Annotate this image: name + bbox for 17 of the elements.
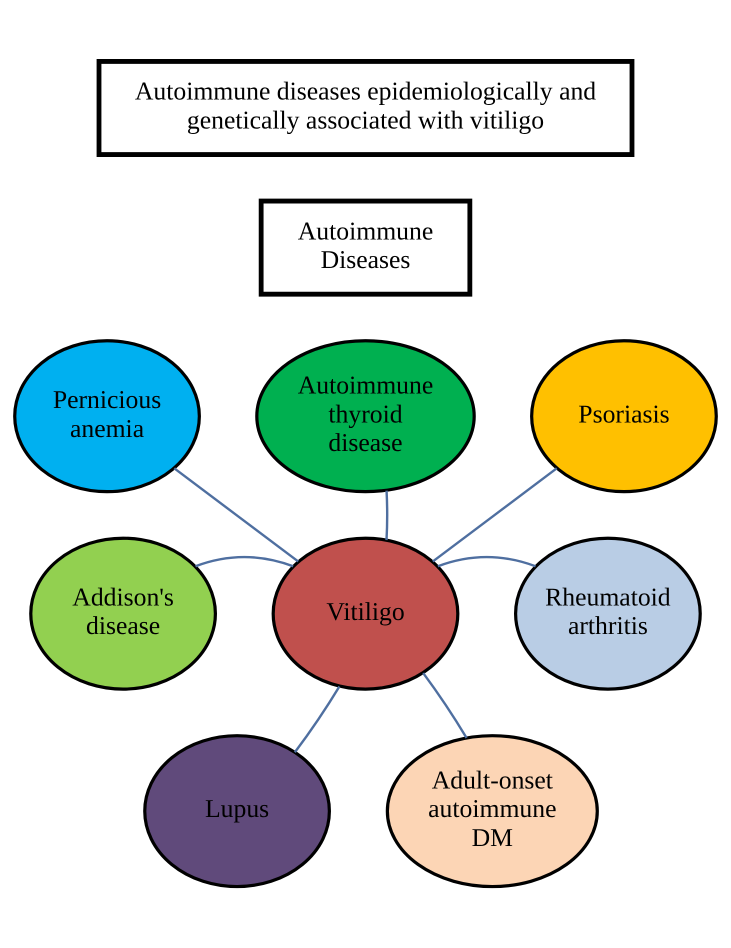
connector xyxy=(174,467,299,562)
connector xyxy=(422,672,468,738)
node-ellipse: Psoriasis xyxy=(530,339,718,494)
connector xyxy=(385,490,388,540)
connector xyxy=(195,556,294,568)
connector xyxy=(432,467,558,562)
node-ellipse: Vitiligo xyxy=(272,536,460,691)
node-ellipse: Autoimmune thyroid disease xyxy=(255,339,476,494)
node-ellipse: Lupus xyxy=(143,734,331,888)
node-ellipse: Addison's disease xyxy=(29,536,217,691)
connector xyxy=(438,556,536,568)
connector xyxy=(294,686,340,753)
node-ellipse: Adult-onset autoimmune DM xyxy=(386,734,599,888)
node-ellipse: Pernicious anemia xyxy=(13,339,201,494)
node-ellipse: Rheumatoid arthritis xyxy=(514,536,702,691)
node-box: Autoimmune diseases epidemiologically and genetically associated with vitiligo xyxy=(96,59,634,157)
node-box: Autoimmune Diseases xyxy=(258,198,472,297)
